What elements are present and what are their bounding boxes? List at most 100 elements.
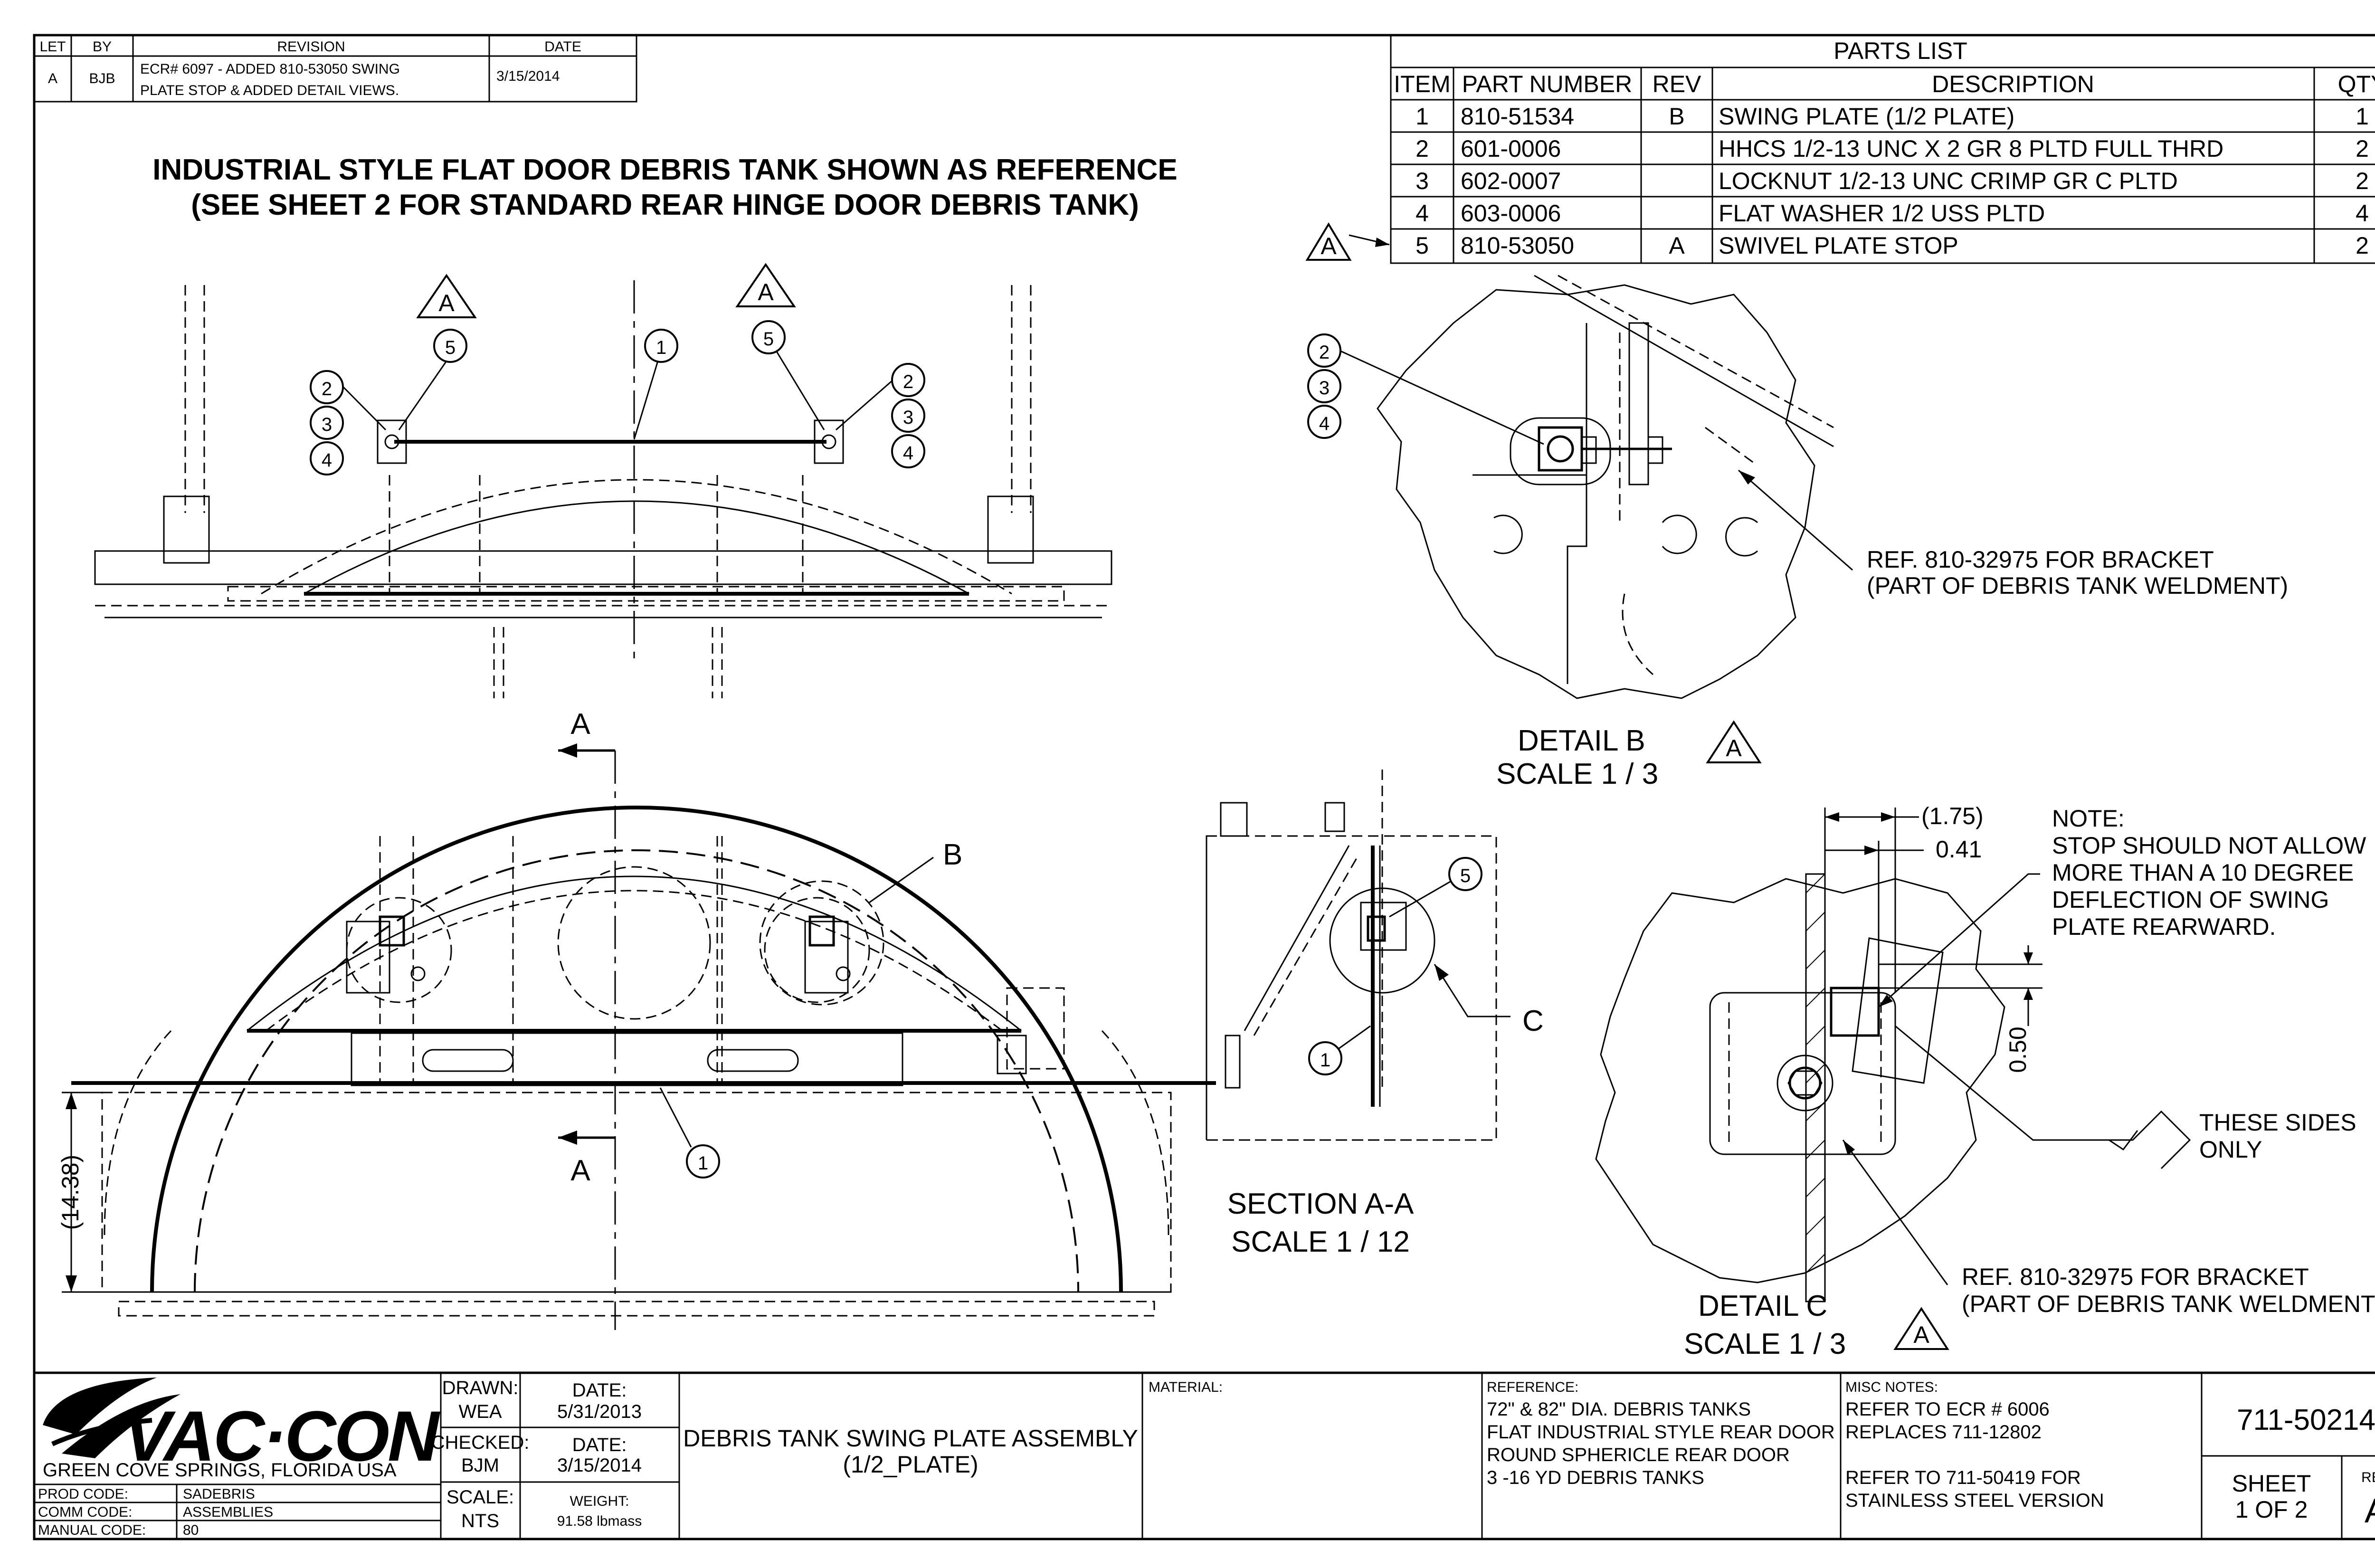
prod-code-label: PROD CODE: [38, 1486, 128, 1502]
svg-text:4: 4 [322, 450, 332, 471]
reference-label: REFERENCE: [1487, 1379, 1578, 1395]
rev-row-desc-1: ECR# 6097 - ADDED 810-53050 SWING [140, 61, 400, 77]
parts-header-rev: REV [1653, 71, 1701, 97]
svg-text:3: 3 [322, 414, 332, 435]
svg-text:A: A [1726, 735, 1742, 761]
dim-041: 0.41 [1936, 836, 1982, 863]
parts-row-4-part: 603-0006 [1461, 200, 1561, 227]
section-aa: 5 1 C SECTION A-A SCALE 1 / 12 [1206, 770, 1544, 1258]
misc-line-1: REFER TO ECR # 6006 [1845, 1399, 2050, 1420]
drawn-date-label: DATE: [572, 1380, 627, 1401]
svg-text:5: 5 [445, 337, 456, 358]
parts-header-qty: QTY [2338, 71, 2375, 97]
reference-line-2: FLAT INDUSTRIAL STYLE REAR DOOR [1487, 1422, 1835, 1443]
dim-height: (14.38) [57, 1155, 84, 1230]
svg-text:5: 5 [1460, 865, 1471, 886]
parts-row-5-rev: A [1669, 232, 1685, 259]
checked-label: CHECKED: [431, 1432, 530, 1453]
sheet-border [33, 34, 2375, 1540]
parts-row-3-part: 602-0007 [1461, 168, 1561, 194]
balloon-top-5-left: 5 [398, 329, 467, 430]
svg-text:3: 3 [903, 407, 913, 428]
front-view: A A B 1 (14.38) [57, 708, 1216, 1330]
parts-row-2-qty: 2 [2356, 135, 2369, 162]
parts-row-5-qty: 2 [2356, 232, 2369, 259]
company-name: VAC·CON [124, 1396, 441, 1476]
weight-label: WEIGHT: [570, 1493, 629, 1509]
parts-row-3-qty: 2 [2356, 168, 2369, 194]
svg-text:4: 4 [903, 443, 913, 464]
comm-code-label: COMM CODE: [38, 1504, 132, 1520]
parts-row-1-desc: SWING PLATE (1/2 PLATE) [1719, 103, 2014, 130]
detail-c-sides-2: ONLY [2199, 1136, 2262, 1163]
title-block: VAC·CON GREEN COVE SPRINGS, FLORIDA USA … [34, 1371, 2375, 1539]
note-title-line-2: (SEE SHEET 2 FOR STANDARD REAR HINGE DOO… [191, 189, 1139, 221]
comm-code: ASSEMBLIES [183, 1504, 273, 1520]
detail-c-flag: A [1893, 1307, 1949, 1350]
parts-row-2-item: 2 [1416, 135, 1429, 162]
parts-header-item: ITEM [1394, 71, 1450, 97]
weight-value: 91.58 lbmass [557, 1513, 642, 1529]
top-view-flag-right: A [735, 263, 796, 307]
parts-header-part: PART NUMBER [1462, 71, 1632, 97]
detail-b-balloons: 2 3 4 [1307, 333, 1544, 445]
balloon-top-5-right: 5 [751, 320, 825, 430]
svg-text:2: 2 [903, 371, 913, 392]
scale-value: NTS [461, 1511, 499, 1531]
detail-c-note-4: DEFLECTION OF SWING [2052, 886, 2329, 913]
revision-block: LET BY REVISION DATE A BJB ECR# 6097 - A… [33, 34, 637, 103]
balloon-front-1: 1 [659, 1087, 720, 1178]
drawn-date: 5/31/2013 [557, 1401, 642, 1422]
detail-c-sides-1: THESE SIDES [2199, 1109, 2356, 1136]
parts-row-2-desc: HHCS 1/2-13 UNC X 2 GR 8 PLTD FULL THRD [1719, 135, 2223, 162]
section-label-top: A [570, 708, 590, 741]
dim-050: 0.50 [2004, 1026, 2031, 1073]
top-view-flag-left: A [416, 274, 477, 318]
rev-header-revision: REVISION [277, 39, 345, 55]
rev-row-desc-2: PLATE STOP & ADDED DETAIL VIEWS. [140, 83, 399, 98]
detail-c-scale: SCALE 1 / 3 [1684, 1328, 1846, 1360]
parts-row-1-qty: 1 [2356, 103, 2369, 130]
misc-line-2: REPLACES 711-12802 [1845, 1422, 2042, 1443]
parts-row-4-qty: 4 [2356, 200, 2369, 227]
parts-row-3-desc: LOCKNUT 1/2-13 UNC CRIMP GR C PLTD [1719, 168, 2178, 194]
material-label: MATERIAL: [1149, 1379, 1223, 1395]
balloon-section-5: 5 [1389, 857, 1482, 918]
scale-label: SCALE: [446, 1487, 514, 1508]
company-logo: VAC·CON [43, 1378, 442, 1476]
rev-row-by: BJB [89, 71, 115, 86]
svg-text:3: 3 [1319, 378, 1330, 399]
parts-rev-flag: A [1305, 222, 1390, 261]
manual-code-label: MANUAL CODE: [38, 1522, 146, 1538]
parts-row-1-rev: B [1669, 103, 1684, 130]
prod-code: SADEBRIS [183, 1486, 255, 1502]
detail-b: 2 3 4 REF. 810-32975 FOR BRACKET (PART O… [1307, 275, 2288, 790]
drawing-desc-1: DEBRIS TANK SWING PLATE ASSEMBLY [683, 1425, 1138, 1452]
detail-c-ref-2: (PART OF DEBRIS TANK WELDMENT) [1962, 1291, 2375, 1317]
parts-row-2-part: 601-0006 [1461, 135, 1561, 162]
parts-row-5-desc: SWIVEL PLATE STOP [1719, 232, 1958, 259]
svg-text:1: 1 [656, 337, 666, 358]
sheet-value: 1 OF 2 [2235, 1496, 2308, 1523]
parts-row-1-part: 810-51534 [1461, 103, 1574, 130]
rev-row-date: 3/15/2014 [496, 68, 560, 84]
detail-c-note-1: NOTE: [2052, 805, 2125, 832]
svg-text:2: 2 [322, 379, 332, 399]
top-view: A A 5 1 5 2 3 4 [94, 263, 1112, 698]
detail-c-note-5: PLATE REARWARD. [2052, 913, 2276, 940]
parts-row-4-item: 4 [1416, 200, 1429, 227]
drawing-desc-2: (1/2_PLATE) [843, 1451, 978, 1478]
section-label-bottom: A [570, 1154, 590, 1187]
manual-code: 80 [183, 1522, 199, 1538]
detail-b-flag: A [1706, 720, 1762, 763]
misc-label: MISC NOTES: [1845, 1379, 1938, 1395]
company-location: GREEN COVE SPRINGS, FLORIDA USA [43, 1460, 397, 1481]
checked-date: 3/15/2014 [557, 1455, 642, 1476]
detail-c: (1.75) 0.41 0.50 NOTE: STOP SHOULD NOT A… [1595, 803, 2375, 1360]
detail-b-ref-2: (PART OF DEBRIS TANK WELDMENT) [1867, 572, 2288, 599]
balloon-top-1: 1 [633, 329, 678, 440]
dim-175: (1.75) [1921, 803, 1984, 829]
section-aa-title: SECTION A-A [1227, 1188, 1414, 1220]
svg-text:A: A [758, 279, 774, 305]
